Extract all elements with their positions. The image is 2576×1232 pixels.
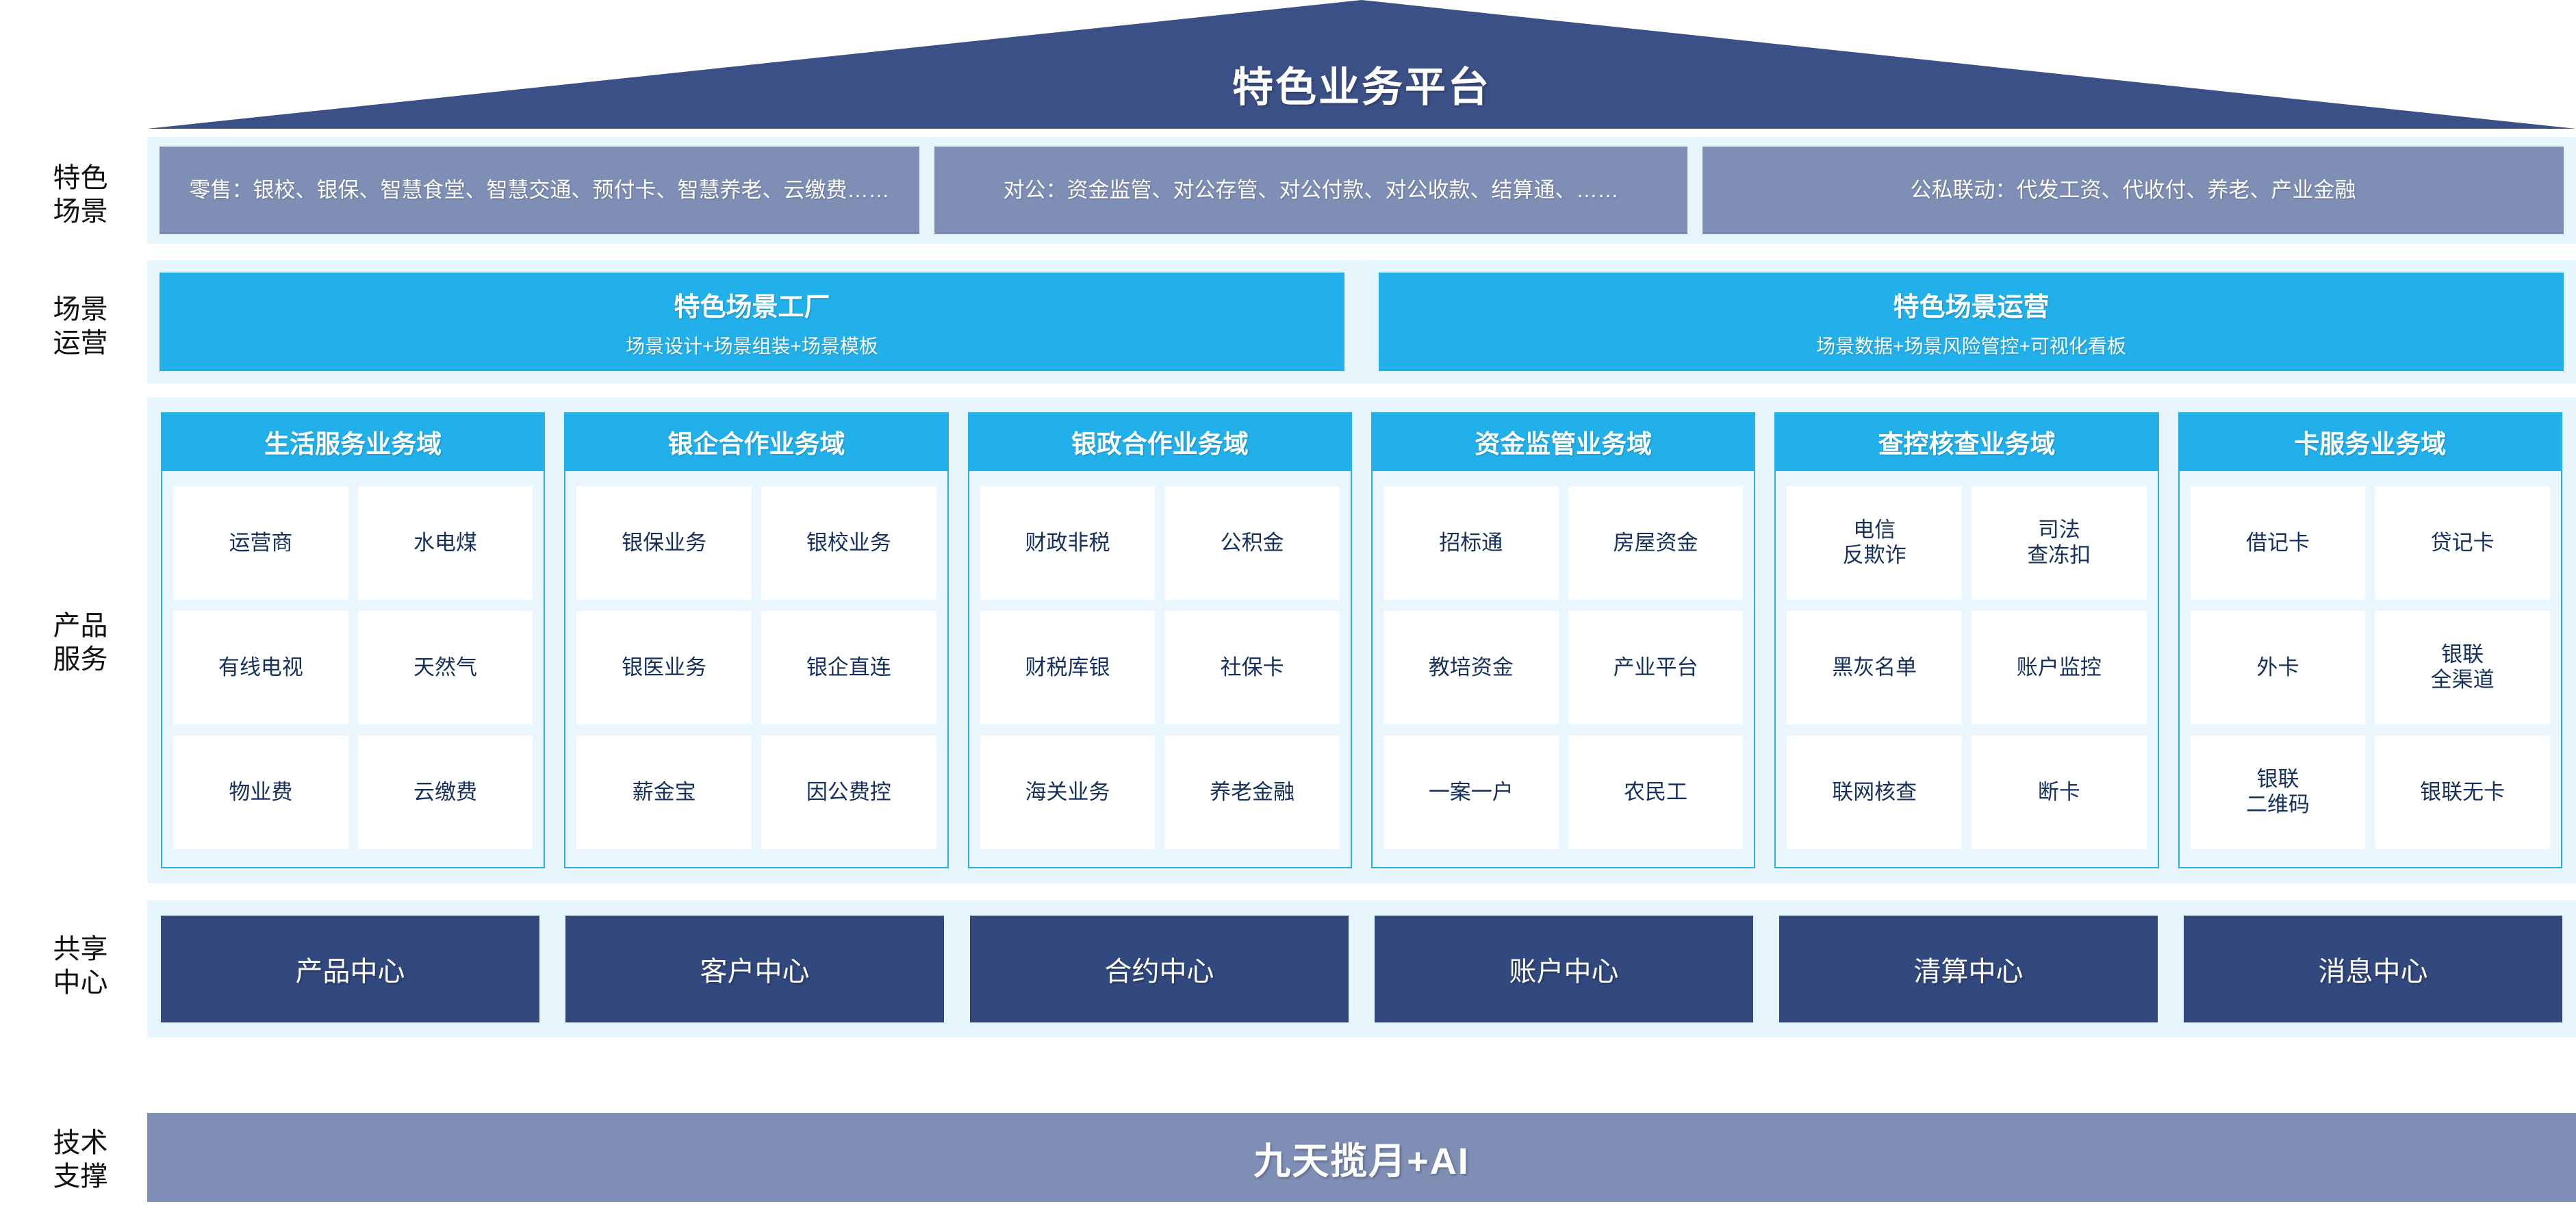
product-tile[interactable]: 公积金 <box>1164 486 1340 600</box>
center-box-account[interactable]: 账户中心 <box>1375 916 1753 1022</box>
page-title: 特色业务平台 <box>1232 64 1491 110</box>
product-tile-grid: 借记卡 贷记卡 外卡 银联全渠道 银联二维码 银联无卡 <box>2180 471 2561 867</box>
product-tile[interactable]: 农民工 <box>1568 736 1744 849</box>
gutter-label-operation: 场景运营 <box>53 294 108 358</box>
product-tile[interactable]: 外卡 <box>2190 611 2366 725</box>
center-box-message[interactable]: 消息中心 <box>2184 916 2562 1022</box>
product-tile[interactable]: 银医业务 <box>576 611 752 725</box>
operation-subtitle: 场景数据+场景风险管控+可视化看板 <box>1816 335 2126 357</box>
product-tile[interactable]: 运营商 <box>173 486 348 600</box>
product-tile[interactable]: 社保卡 <box>1164 611 1340 725</box>
band-product-services: 生活服务业务域 运营商 水电煤 有线电视 天然气 物业费 云缴费 银企合作业务域… <box>147 397 2576 883</box>
product-card-investigation[interactable]: 查控核查业务域 电信反欺诈 司法查冻扣 黑灰名单 账户监控 联网核查 断卡 <box>1774 412 2159 868</box>
product-card-title: 银政合作业务域 <box>969 414 1351 471</box>
product-tile[interactable]: 水电煤 <box>357 486 533 600</box>
product-tile-grid: 运营商 水电煤 有线电视 天然气 物业费 云缴费 <box>162 471 544 867</box>
gutter-label-product: 产品服务 <box>53 611 108 675</box>
band-shared-centers: 产品中心 客户中心 合约中心 账户中心 清算中心 消息中心 <box>147 901 2576 1038</box>
band-scene-operation: 特色场景工厂 场景设计+场景组装+场景模板 特色场景运营 场景数据+场景风险管控… <box>147 260 2576 384</box>
product-tile[interactable]: 薪金宝 <box>576 736 752 849</box>
product-tile[interactable]: 海关业务 <box>980 736 1156 849</box>
tech-support-bar[interactable]: 九天揽月+AI <box>147 1113 2576 1202</box>
product-tile[interactable]: 云缴费 <box>357 736 533 849</box>
operation-box-scene-ops[interactable]: 特色场景运营 场景数据+场景风险管控+可视化看板 <box>1379 273 2564 371</box>
center-box-customer[interactable]: 客户中心 <box>565 916 944 1022</box>
product-tile[interactable]: 黑灰名单 <box>1787 611 1962 725</box>
scene-box-retail[interactable]: 零售：银校、银保、智慧食堂、智慧交通、预付卡、智慧养老、云缴费…… <box>160 147 919 234</box>
product-tile[interactable]: 财税库银 <box>980 611 1156 725</box>
gutter-label-scene: 特色场景 <box>53 163 108 227</box>
band-special-scenes: 零售：银校、银保、智慧食堂、智慧交通、预付卡、智慧养老、云缴费…… 对公：资金监… <box>147 137 2576 244</box>
product-tile[interactable]: 断卡 <box>1971 736 2147 849</box>
product-card-title: 资金监管业务域 <box>1372 414 1755 471</box>
product-tile[interactable]: 房屋资金 <box>1568 486 1744 600</box>
product-tile[interactable]: 一案一户 <box>1383 736 1559 849</box>
operation-box-row: 特色场景工厂 场景设计+场景组装+场景模板 特色场景运营 场景数据+场景风险管控… <box>160 273 2564 371</box>
scene-box-corporate[interactable]: 对公：资金监管、对公存管、对公付款、对公收款、结算通、…… <box>934 147 1687 234</box>
center-box-row: 产品中心 客户中心 合约中心 账户中心 清算中心 消息中心 <box>161 916 2562 1022</box>
product-tile[interactable]: 物业费 <box>173 736 348 849</box>
product-tile[interactable]: 银联无卡 <box>2375 736 2550 849</box>
product-card-title: 银企合作业务域 <box>565 414 947 471</box>
gutter-label-shared-center: 共享中心 <box>53 934 108 998</box>
operation-title: 特色场景运营 <box>1893 292 2050 322</box>
product-tile[interactable]: 借记卡 <box>2190 486 2366 600</box>
product-card-card-service[interactable]: 卡服务业务域 借记卡 贷记卡 外卡 银联全渠道 银联二维码 银联无卡 <box>2178 412 2562 868</box>
product-card-title: 卡服务业务域 <box>2179 414 2561 471</box>
center-box-settlement[interactable]: 清算中心 <box>1779 916 2158 1022</box>
product-tile[interactable]: 电信反欺诈 <box>1787 486 1962 600</box>
scene-box-public-private[interactable]: 公私联动：代发工资、代收付、养老、产业金融 <box>1703 147 2564 234</box>
product-card-bank-enterprise[interactable]: 银企合作业务域 银保业务 银校业务 银医业务 银企直连 薪金宝 因公费控 <box>564 412 949 868</box>
product-tile-grid: 财政非税 公积金 财税库银 社保卡 海关业务 养老金融 <box>969 471 1351 867</box>
product-card-life-service[interactable]: 生活服务业务域 运营商 水电煤 有线电视 天然气 物业费 云缴费 <box>161 412 546 868</box>
product-tile[interactable]: 银企直连 <box>761 611 936 725</box>
operation-subtitle: 场景设计+场景组装+场景模板 <box>626 335 878 357</box>
product-tile-grid: 电信反欺诈 司法查冻扣 黑灰名单 账户监控 联网核查 断卡 <box>1776 471 2157 867</box>
product-tile[interactable]: 天然气 <box>357 611 533 725</box>
product-tile[interactable]: 账户监控 <box>1971 611 2147 725</box>
product-tile[interactable]: 有线电视 <box>173 611 348 725</box>
operation-title: 特色场景工厂 <box>674 292 830 322</box>
gutter-label-tech-support: 技术支撑 <box>53 1128 108 1192</box>
product-card-fund-supervision[interactable]: 资金监管业务域 招标通 房屋资金 教培资金 产业平台 一案一户 农民工 <box>1370 412 1756 868</box>
product-tile[interactable]: 银保业务 <box>576 486 752 600</box>
platform-roof-header: 特色业务平台 <box>147 0 2576 129</box>
center-box-contract[interactable]: 合约中心 <box>970 916 1349 1022</box>
product-tile-grid: 银保业务 银校业务 银医业务 银企直连 薪金宝 因公费控 <box>565 471 947 867</box>
product-tile[interactable]: 联网核查 <box>1787 736 1962 849</box>
product-tile[interactable]: 银校业务 <box>761 486 936 600</box>
product-tile[interactable]: 教培资金 <box>1383 611 1559 725</box>
product-tile[interactable]: 贷记卡 <box>2375 486 2550 600</box>
product-card-row: 生活服务业务域 运营商 水电煤 有线电视 天然气 物业费 云缴费 银企合作业务域… <box>161 412 2562 868</box>
product-tile[interactable]: 养老金融 <box>1164 736 1340 849</box>
product-tile[interactable]: 司法查冻扣 <box>1971 486 2147 600</box>
product-tile[interactable]: 产业平台 <box>1568 611 1744 725</box>
product-card-title: 生活服务业务域 <box>162 414 544 471</box>
product-tile[interactable]: 银联二维码 <box>2190 736 2366 849</box>
product-card-title: 查控核查业务域 <box>1776 414 2158 471</box>
center-box-product[interactable]: 产品中心 <box>161 916 539 1022</box>
operation-box-scene-factory[interactable]: 特色场景工厂 场景设计+场景组装+场景模板 <box>160 273 1344 371</box>
band-tech-support: 九天揽月+AI <box>147 1113 2576 1202</box>
product-tile[interactable]: 招标通 <box>1383 486 1559 600</box>
product-tile[interactable]: 因公费控 <box>761 736 936 849</box>
scene-box-row: 零售：银校、银保、智慧食堂、智慧交通、预付卡、智慧养老、云缴费…… 对公：资金监… <box>160 147 2564 234</box>
product-tile-grid: 招标通 房屋资金 教培资金 产业平台 一案一户 农民工 <box>1373 471 1754 867</box>
product-tile[interactable]: 财政非税 <box>980 486 1156 600</box>
product-tile[interactable]: 银联全渠道 <box>2375 611 2550 725</box>
product-card-bank-government[interactable]: 银政合作业务域 财政非税 公积金 财税库银 社保卡 海关业务 养老金融 <box>967 412 1352 868</box>
